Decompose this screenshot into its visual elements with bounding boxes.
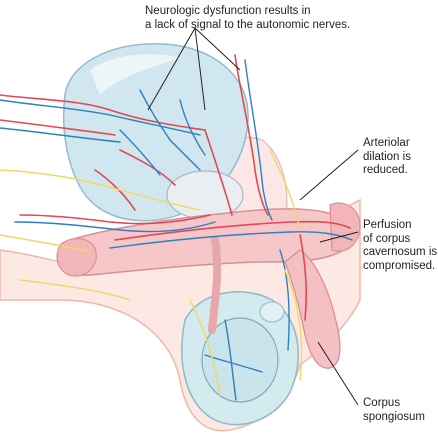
bladder-highlight (90, 54, 180, 95)
leader-perfusion (319, 231, 359, 243)
arteries (0, 54, 351, 321)
leader-neuro-2 (194, 27, 206, 111)
corpus-cavernosum (62, 208, 352, 276)
corpus-spongiosum (284, 249, 341, 369)
glans (329, 202, 361, 252)
leader-neuro-1 (147, 27, 196, 111)
nerves (0, 149, 303, 396)
label-corpus-spongiosum: Corpus spongiosum (363, 397, 426, 423)
label-neurologic-dysfunction: Neurologic dysfunction results in a lack… (145, 5, 351, 31)
veins (0, 59, 353, 401)
label-perfusion: Perfusion of corpus cavernosum is compro… (363, 219, 438, 272)
leader-neuro-3 (194, 27, 241, 71)
label-arteriolar-dilation: Arteriolar dilation is reduced. (363, 137, 411, 176)
leader-spongiosum (317, 341, 359, 406)
leader-arteriolar (299, 149, 359, 201)
epididymis (259, 301, 285, 323)
spermatic-cord (208, 236, 222, 334)
penile-bulb (56, 238, 97, 277)
testis (201, 317, 279, 403)
leader-lines (147, 27, 359, 406)
